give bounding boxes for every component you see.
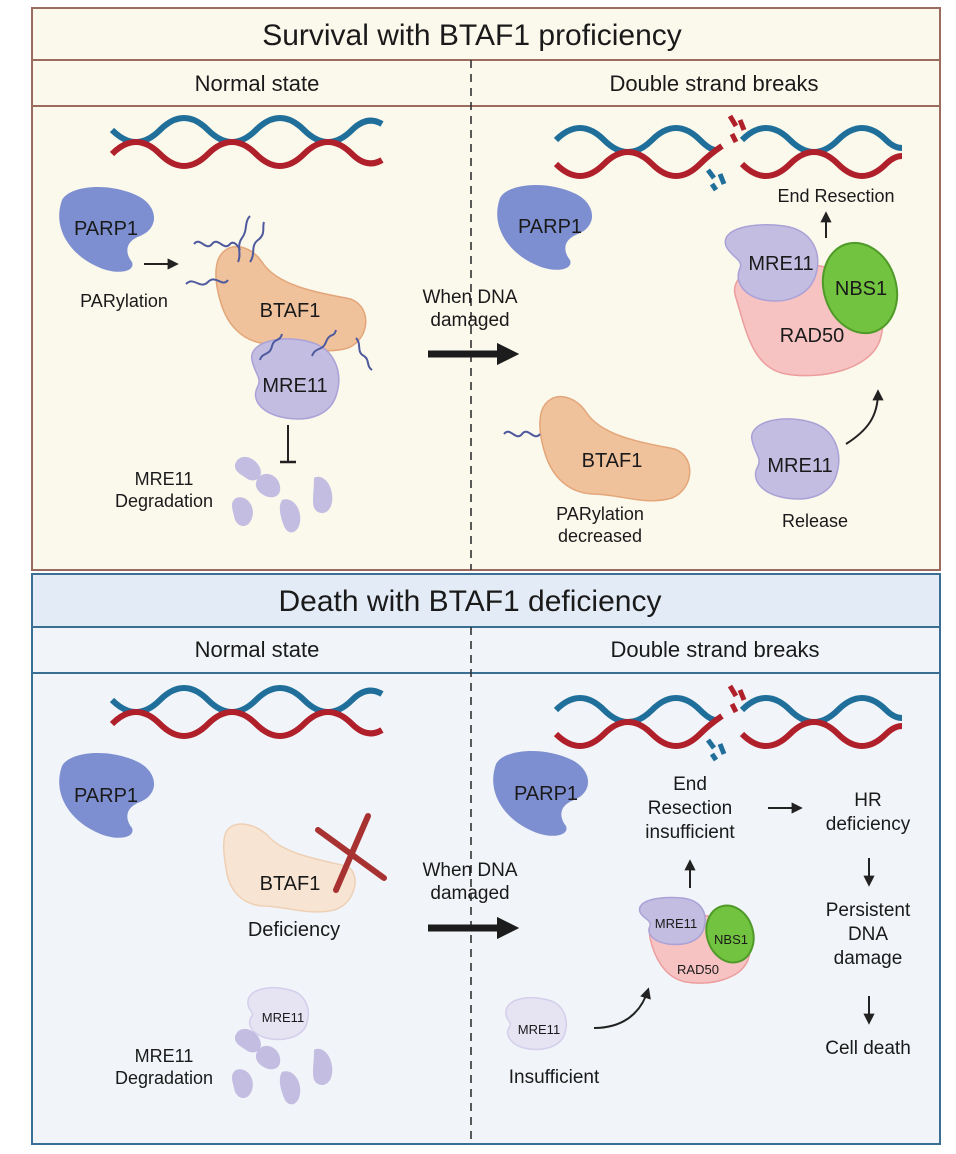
par-chains bbox=[185, 215, 373, 371]
mre11-protein-icon bbox=[639, 896, 706, 946]
parp1-label: PARP1 bbox=[74, 218, 138, 240]
mre11-protein-icon bbox=[251, 338, 340, 420]
nbs1-protein-icon bbox=[705, 904, 755, 964]
insufficient-label: Insufficient bbox=[509, 1067, 600, 1088]
dna-helix-icon bbox=[109, 685, 384, 739]
bottom-panel-title: Death with BTAF1 deficiency bbox=[279, 585, 662, 618]
parp1-protein-icon bbox=[59, 752, 155, 838]
parp1-protein-icon bbox=[497, 184, 593, 270]
parp1-protein-icon bbox=[59, 186, 155, 272]
mre11-protein-icon bbox=[724, 224, 819, 302]
complex-rad50-label: RAD50 bbox=[780, 325, 844, 347]
bottom-left-header: Normal state bbox=[195, 637, 320, 662]
top-right-header: Double strand breaks bbox=[609, 71, 818, 96]
cross-icon bbox=[315, 813, 387, 893]
mre11-protein-icon bbox=[247, 986, 310, 1041]
mre11-insufficient-small-label: MRE11 bbox=[518, 1022, 560, 1037]
parp1-label: PARP1 bbox=[518, 216, 582, 238]
complex-mre11-label: MRE11 bbox=[748, 253, 813, 275]
dna-helix-broken-icon bbox=[553, 114, 903, 192]
btaf1-protein-icon bbox=[222, 823, 356, 913]
mre11-protein-icon bbox=[751, 418, 840, 500]
arrow-icon bbox=[593, 987, 651, 1029]
dna-helix-broken-icon bbox=[553, 684, 903, 762]
complex-nbs1-label: NBS1 bbox=[714, 932, 748, 947]
parp1-label: PARP1 bbox=[514, 783, 578, 805]
mre11-fragments bbox=[232, 456, 333, 533]
top-panel-title: Survival with BTAF1 proficiency bbox=[262, 19, 682, 52]
inhibition-icon bbox=[280, 425, 296, 464]
mre11-release-label: MRE11 bbox=[767, 455, 832, 477]
mre11-protein-icon bbox=[505, 996, 568, 1051]
dna-helix-icon bbox=[109, 115, 384, 169]
parp1-protein-icon bbox=[493, 750, 589, 836]
complex-mre11-label: MRE11 bbox=[655, 916, 697, 931]
deficiency-label: Deficiency bbox=[248, 919, 340, 941]
parylation-label: PARylation bbox=[80, 291, 168, 311]
bottom-panel: Death with BTAF1 deficiency Normal state… bbox=[31, 573, 941, 1145]
nbs1-protein-icon bbox=[821, 241, 899, 335]
btaf1-protein-icon bbox=[215, 245, 367, 352]
complex-rad50-label: RAD50 bbox=[677, 962, 719, 977]
top-panel: Survival with BTAF1 proficiency Normal s… bbox=[31, 7, 941, 571]
mre11-fragments bbox=[232, 1028, 333, 1105]
mre11-label: MRE11 bbox=[262, 375, 327, 397]
btaf1-label: BTAF1 bbox=[260, 300, 321, 322]
end-resection-label: End Resection bbox=[777, 186, 894, 206]
parp1-label: PARP1 bbox=[74, 785, 138, 807]
top-left-header: Normal state bbox=[195, 71, 320, 96]
par-chains bbox=[503, 430, 541, 438]
mre11-small-label: MRE11 bbox=[262, 1010, 304, 1025]
btaf1-protein-icon bbox=[539, 395, 691, 502]
btaf1-label: BTAF1 bbox=[582, 450, 643, 472]
bottom-right-header: Double strand breaks bbox=[610, 637, 819, 662]
cell-death-label: Cell death bbox=[825, 1038, 911, 1059]
arrow-icon bbox=[845, 389, 884, 445]
btaf1-label: BTAF1 bbox=[260, 873, 321, 895]
release-label: Release bbox=[782, 511, 848, 531]
complex-nbs1-label: NBS1 bbox=[835, 278, 887, 300]
